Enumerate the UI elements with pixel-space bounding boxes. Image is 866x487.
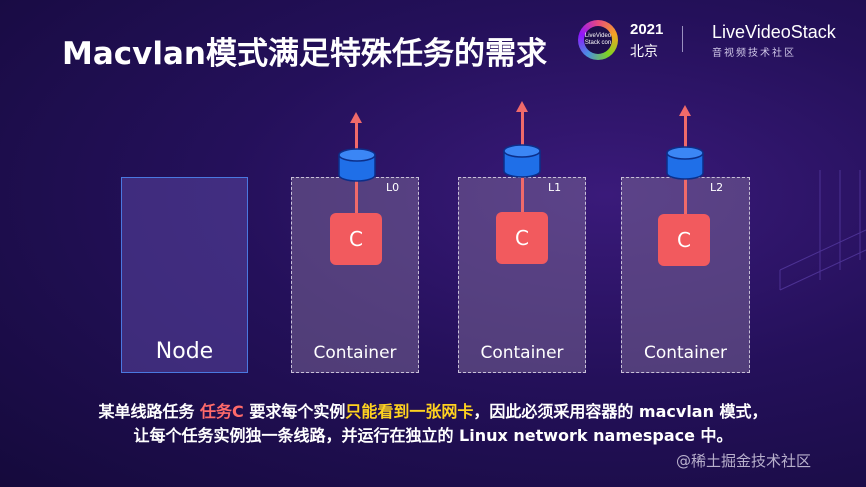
task-c-box: C [496, 212, 548, 264]
caption-text: 某单线路任务 [98, 402, 201, 421]
brand-logo: LiveVideoStack [712, 22, 836, 42]
brand-subtitle: 音视频技术社区 [712, 48, 796, 59]
task-c-box: C [330, 213, 382, 265]
caption-highlight-task: 任务C [200, 402, 244, 421]
caption-line-2: 让每个任务实例独一条线路，并运行在独立的 Linux network names… [133, 426, 733, 445]
arrow-up-icon [679, 105, 691, 116]
event-year: 2021 [630, 21, 664, 38]
node-label: Node [155, 339, 214, 364]
container-label: Container [643, 343, 728, 363]
header-logos: LiveVideo Stack con 2021 北京 LiveVideoSta… [574, 16, 844, 66]
logo-divider [682, 26, 683, 52]
event-city: 北京 [630, 44, 658, 60]
caption-line-1: 某单线路任务 任务C 要求每个实例只能看到一张网卡，因此必须采用容器的 macv… [0, 398, 866, 422]
container-label: Container [480, 343, 564, 363]
nic-level-label: L2 [710, 181, 724, 194]
network-card-icon [338, 148, 376, 182]
watermark: @稀土掘金技术社区 [676, 452, 812, 470]
container-label: Container [313, 343, 397, 363]
arrow-up-icon [516, 101, 528, 112]
container-box: Container [458, 177, 586, 373]
caption-text: 要求每个实例 [243, 402, 346, 421]
nic-level-label: L0 [386, 181, 400, 194]
node-box: Node [121, 177, 248, 373]
caption-highlight-nic: 只能看到一张网卡 [345, 402, 474, 421]
slide-title: Macvlan模式满足特殊任务的需求 [62, 36, 547, 72]
event-logo-text: LiveVideo Stack con [584, 26, 612, 54]
caption-text: ，因此必须采用容器的 macvlan 模式， [473, 402, 768, 421]
task-c-box: C [658, 214, 710, 266]
decorative-grid [779, 170, 866, 291]
network-card-icon [503, 144, 541, 178]
event-logo: LiveVideo Stack con [578, 20, 618, 60]
network-card-icon [666, 146, 704, 180]
nic-level-label: L1 [548, 181, 562, 194]
arrow-up-icon [350, 112, 362, 123]
